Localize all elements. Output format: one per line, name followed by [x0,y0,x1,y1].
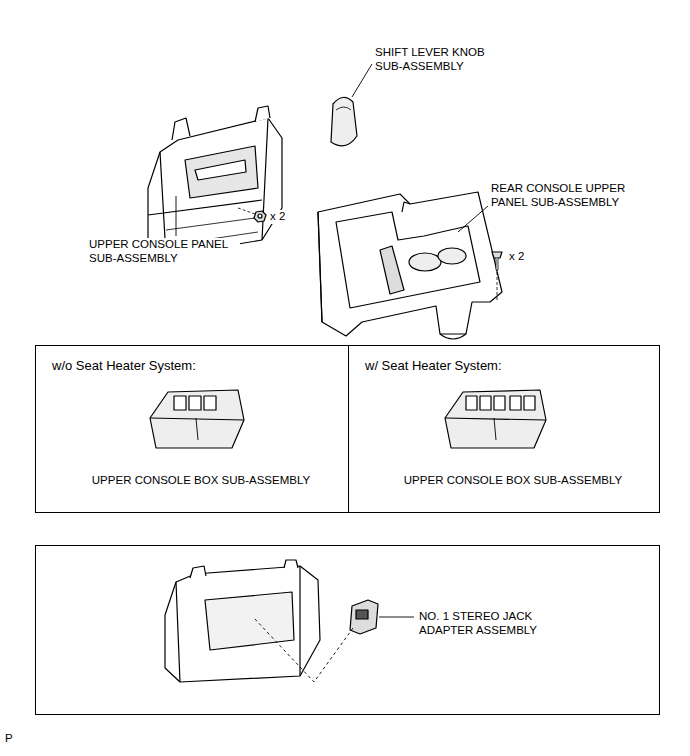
part-name: UPPER CONSOLE BOX SUB-ASSEMBLY [357,474,669,488]
dashed-guide [254,618,353,682]
part-name: SHIFT LEVER KNOB SUB-ASSEMBLY [374,46,501,74]
leader-line [352,64,372,97]
quantity: x 2 [269,210,301,224]
stereo-jack-figure [350,600,378,634]
part-name: UPPER CONSOLE PANEL SUB-ASSEMBLY [88,238,240,266]
console-box-figure [445,390,546,448]
bolt-symbol [492,252,502,300]
part-name: REAR CONSOLE UPPER PANEL SUB-ASSEMBLY [490,182,647,210]
upper-console-panel-figure [148,106,282,256]
part-name: UPPER CONSOLE BOX SUB-ASSEMBLY [44,474,358,488]
panel-heading: w/o Seat Heater System: [52,358,196,374]
screw-symbol [238,208,266,222]
rear-console-panel-figure [318,192,502,339]
option-panel: w/ Seat Heater System:UPPER CONSOLE BOX … [348,345,660,513]
console-box-figure [150,390,244,448]
part-name: NO. 1 STEREO JACK ADAPTER ASSEMBLY [419,610,579,638]
option-panel: NO. 1 STEREO JACK ADAPTER ASSEMBLY [35,545,660,715]
panel-heading: w/ Seat Heater System: [365,358,502,374]
leader-line [379,617,414,618]
option-panel: w/o Seat Heater System:UPPER CONSOLE BOX… [35,345,349,513]
leader-line [176,196,177,236]
leader-line [458,206,488,232]
quantity: x 2 [508,250,540,264]
shift-knob-figure [331,97,357,145]
page-mark: P [4,732,26,746]
